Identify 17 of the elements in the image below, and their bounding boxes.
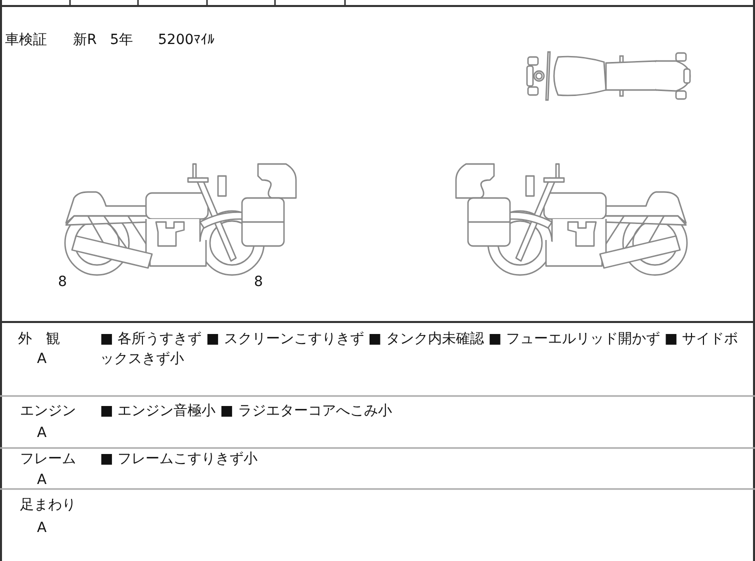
- grade-text: A: [37, 471, 47, 490]
- row-heading: フレーム: [20, 450, 76, 469]
- grade-text: A: [37, 519, 47, 538]
- field-value: 5年: [110, 31, 133, 50]
- field-value: 5200ﾏｲﾙ: [158, 31, 215, 50]
- remark-text: ■ 各所うすきず ■ スクリーンこすりきず ■ タンク内未確認 ■ フューエルリッド開かず ■ サイドボックスきず小: [100, 330, 740, 369]
- field-value: 新R: [73, 31, 97, 50]
- row-heading: 足まわり: [20, 496, 76, 515]
- remark-text: ■ エンジン音極小 ■ ラジエターコアへこみ小: [100, 402, 392, 421]
- callout-number: 8: [254, 273, 263, 292]
- field-label: 車検証: [5, 31, 47, 50]
- grade-text: A: [37, 350, 47, 369]
- row-heading: 外 観: [18, 330, 60, 349]
- remark-text: ■ フレームこすりきず小: [100, 450, 258, 469]
- grade-text: A: [37, 424, 47, 443]
- callout-number: 8: [58, 273, 67, 292]
- row-heading: エンジン: [20, 402, 76, 421]
